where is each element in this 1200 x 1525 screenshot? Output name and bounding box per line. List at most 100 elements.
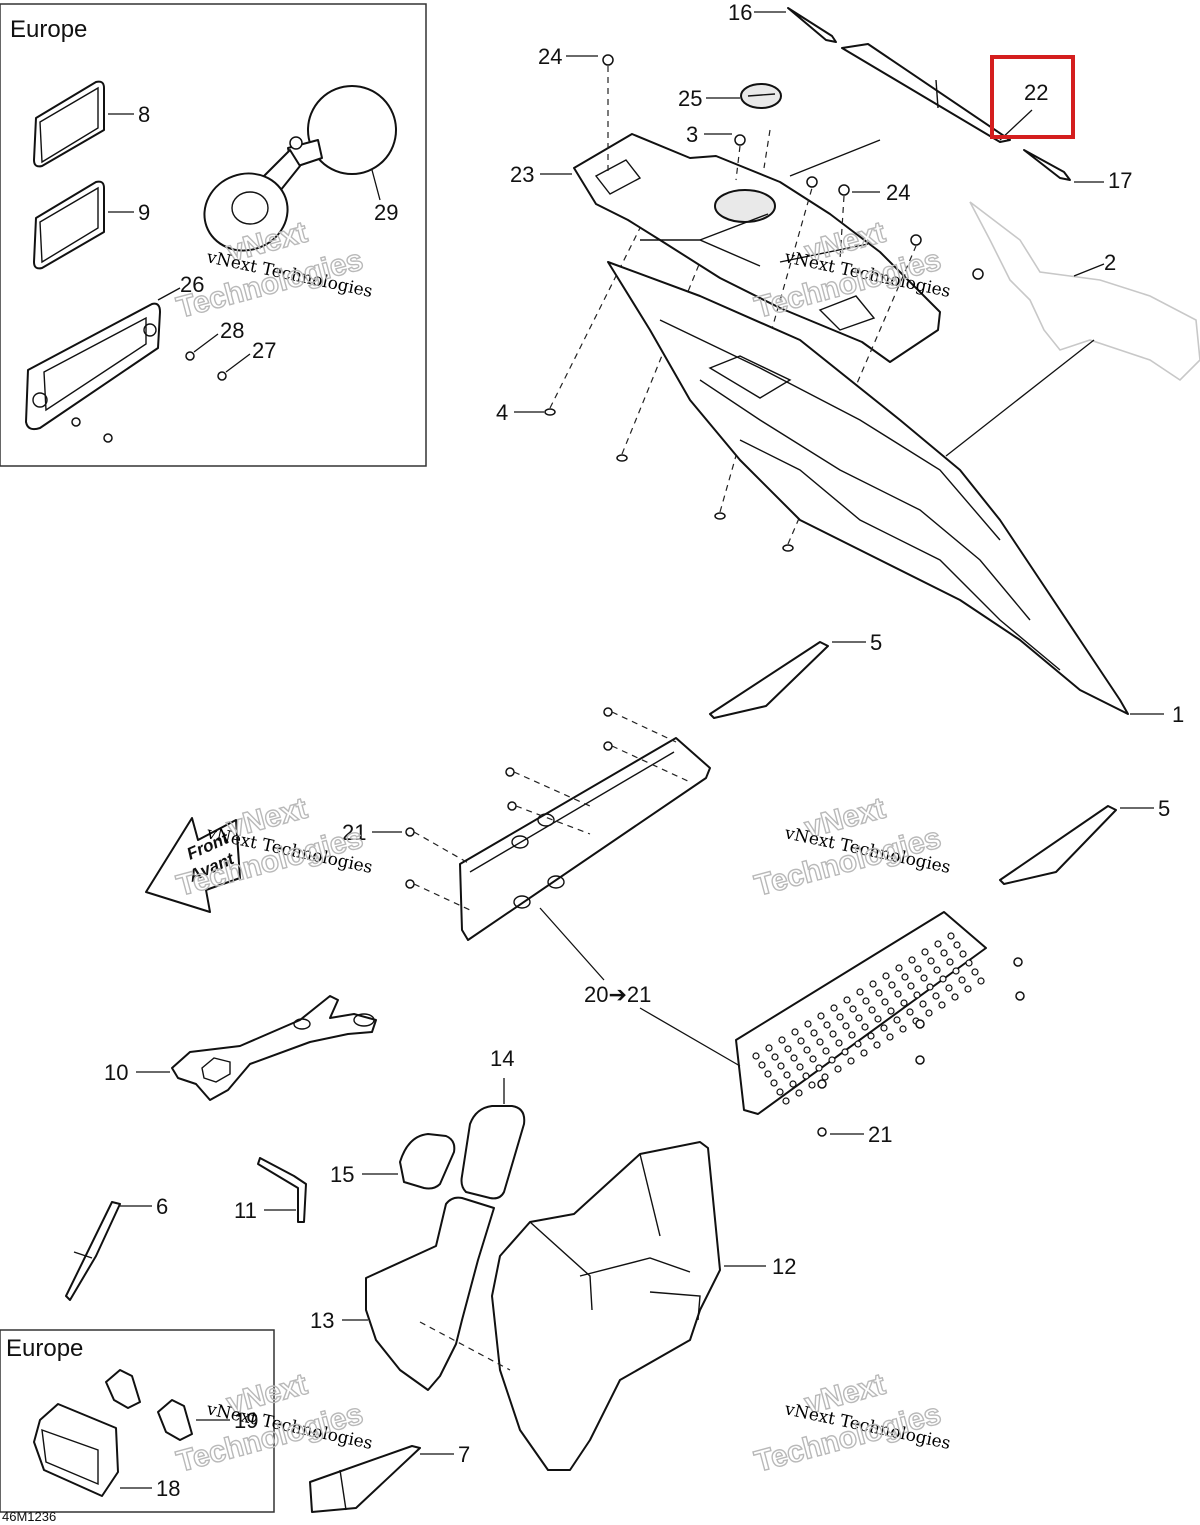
part-1-side-panel[interactable]	[607, 261, 1129, 715]
stud-icon	[977, 977, 985, 985]
label-25: 25	[678, 86, 702, 111]
part-28-washer[interactable]	[185, 351, 195, 361]
part-16-decal[interactable]	[787, 7, 837, 43]
part-14-foam[interactable]	[460, 1105, 526, 1200]
part-7-decal[interactable]	[309, 1445, 421, 1513]
part-20-running-board-left[interactable]	[459, 737, 711, 941]
part-24-screw-top[interactable]	[602, 54, 614, 66]
stud-icon	[894, 990, 902, 998]
part-26-plate-holder[interactable]	[25, 302, 161, 431]
stud-icon	[848, 1031, 856, 1039]
stud-icon	[758, 1061, 766, 1069]
stud-icon	[914, 965, 922, 973]
part-15-foam[interactable]	[399, 1133, 456, 1190]
part-3-push-rivet[interactable]	[734, 134, 746, 146]
stud-icon	[893, 1016, 901, 1024]
stud-icon	[834, 1065, 842, 1073]
stud-icon	[815, 1064, 823, 1072]
part-19-bracket[interactable]	[105, 1369, 193, 1441]
fasteners-21-left[interactable]	[405, 707, 613, 889]
stud-icon	[835, 1039, 843, 1047]
label-28: 28	[220, 318, 244, 343]
part-21-traction-plate[interactable]	[735, 911, 987, 1115]
part-29-horn[interactable]	[194, 85, 397, 262]
stud-icon	[809, 1055, 817, 1063]
part-22-decal[interactable]	[841, 43, 1011, 143]
stud-icon	[765, 1044, 773, 1052]
stud-icon	[939, 975, 947, 983]
part-24-screw-right[interactable]	[838, 184, 850, 196]
label-4: 4	[496, 400, 508, 425]
stud-icon	[782, 1097, 790, 1105]
stud-icon	[934, 940, 942, 948]
stud-icon	[881, 998, 889, 1006]
part-11-key-pin[interactable]	[257, 1157, 307, 1223]
label-11: 11	[234, 1198, 257, 1223]
stud-icon	[861, 1023, 869, 1031]
label-16: 16	[728, 0, 752, 25]
fastener-icon	[910, 234, 922, 246]
stud-icon	[764, 1070, 772, 1078]
stud-icon	[938, 1001, 946, 1009]
stud-icon	[947, 932, 955, 940]
stud-icon	[953, 941, 961, 949]
watermark-bottom-right: vNext vNext Technologies Technologies	[751, 1367, 953, 1479]
stud-icon	[783, 1071, 791, 1079]
stud-icon	[841, 1048, 849, 1056]
stud-icon	[771, 1053, 779, 1061]
stud-icon	[951, 993, 959, 1001]
stud-icon	[752, 1052, 760, 1060]
part-2-decal[interactable]	[969, 201, 1200, 382]
part-10-tool-wrench[interactable]	[171, 995, 377, 1101]
europe-title-bottom: Europe	[6, 1335, 83, 1362]
stud-icon	[919, 1000, 927, 1008]
part-12-storage-bin[interactable]	[491, 1141, 721, 1471]
part-23-top-cover[interactable]	[573, 133, 941, 363]
stud-icon	[874, 1015, 882, 1023]
stud-icon	[882, 972, 890, 980]
label-8: 8	[138, 102, 150, 127]
stud-icon	[830, 1004, 838, 1012]
stud-icon	[875, 989, 883, 997]
fasteners-21-right[interactable]	[817, 957, 1025, 1137]
label-18: 18	[156, 1476, 180, 1501]
stud-icon	[849, 1005, 857, 1013]
clip-icon	[782, 544, 794, 552]
europe-title-top: Europe	[10, 16, 87, 43]
stud-icon	[927, 957, 935, 965]
stud-icon	[808, 1081, 816, 1089]
front-direction-arrow: Front Avant	[145, 817, 241, 913]
part-27-screw[interactable]	[217, 371, 227, 381]
stud-icon	[964, 985, 972, 993]
stud-icon	[802, 1072, 810, 1080]
stud-icon	[945, 984, 953, 992]
label-1: 1	[1172, 702, 1184, 727]
part-4-clip[interactable]	[544, 408, 556, 416]
part-8-decal[interactable]	[33, 80, 105, 168]
part-6-decal[interactable]	[65, 1201, 121, 1301]
part-18-reflector-housing[interactable]	[33, 1403, 119, 1497]
stud-icon	[817, 1012, 825, 1020]
stud-icon	[906, 1008, 914, 1016]
stud-icon	[873, 1041, 881, 1049]
stud-icon	[932, 992, 940, 1000]
traction-studs	[752, 932, 985, 1105]
stud-icon	[867, 1032, 875, 1040]
stud-icon	[895, 964, 903, 972]
part-25-emblem[interactable]	[740, 83, 782, 109]
stud-icon	[829, 1030, 837, 1038]
stud-icon	[856, 988, 864, 996]
part-9-decal[interactable]	[33, 180, 105, 270]
part-5-decal-lower[interactable]	[999, 805, 1117, 885]
stud-icon	[791, 1028, 799, 1036]
label-9: 9	[138, 200, 150, 225]
part-13-foam[interactable]	[365, 1196, 495, 1391]
screw-icon	[103, 433, 113, 443]
part-5-decal-upper[interactable]	[709, 641, 829, 719]
part-17-decal[interactable]	[1023, 149, 1071, 181]
stud-icon	[803, 1046, 811, 1054]
stud-icon	[946, 958, 954, 966]
label-20-21: 20➔21	[584, 982, 651, 1007]
stud-icon	[810, 1029, 818, 1037]
